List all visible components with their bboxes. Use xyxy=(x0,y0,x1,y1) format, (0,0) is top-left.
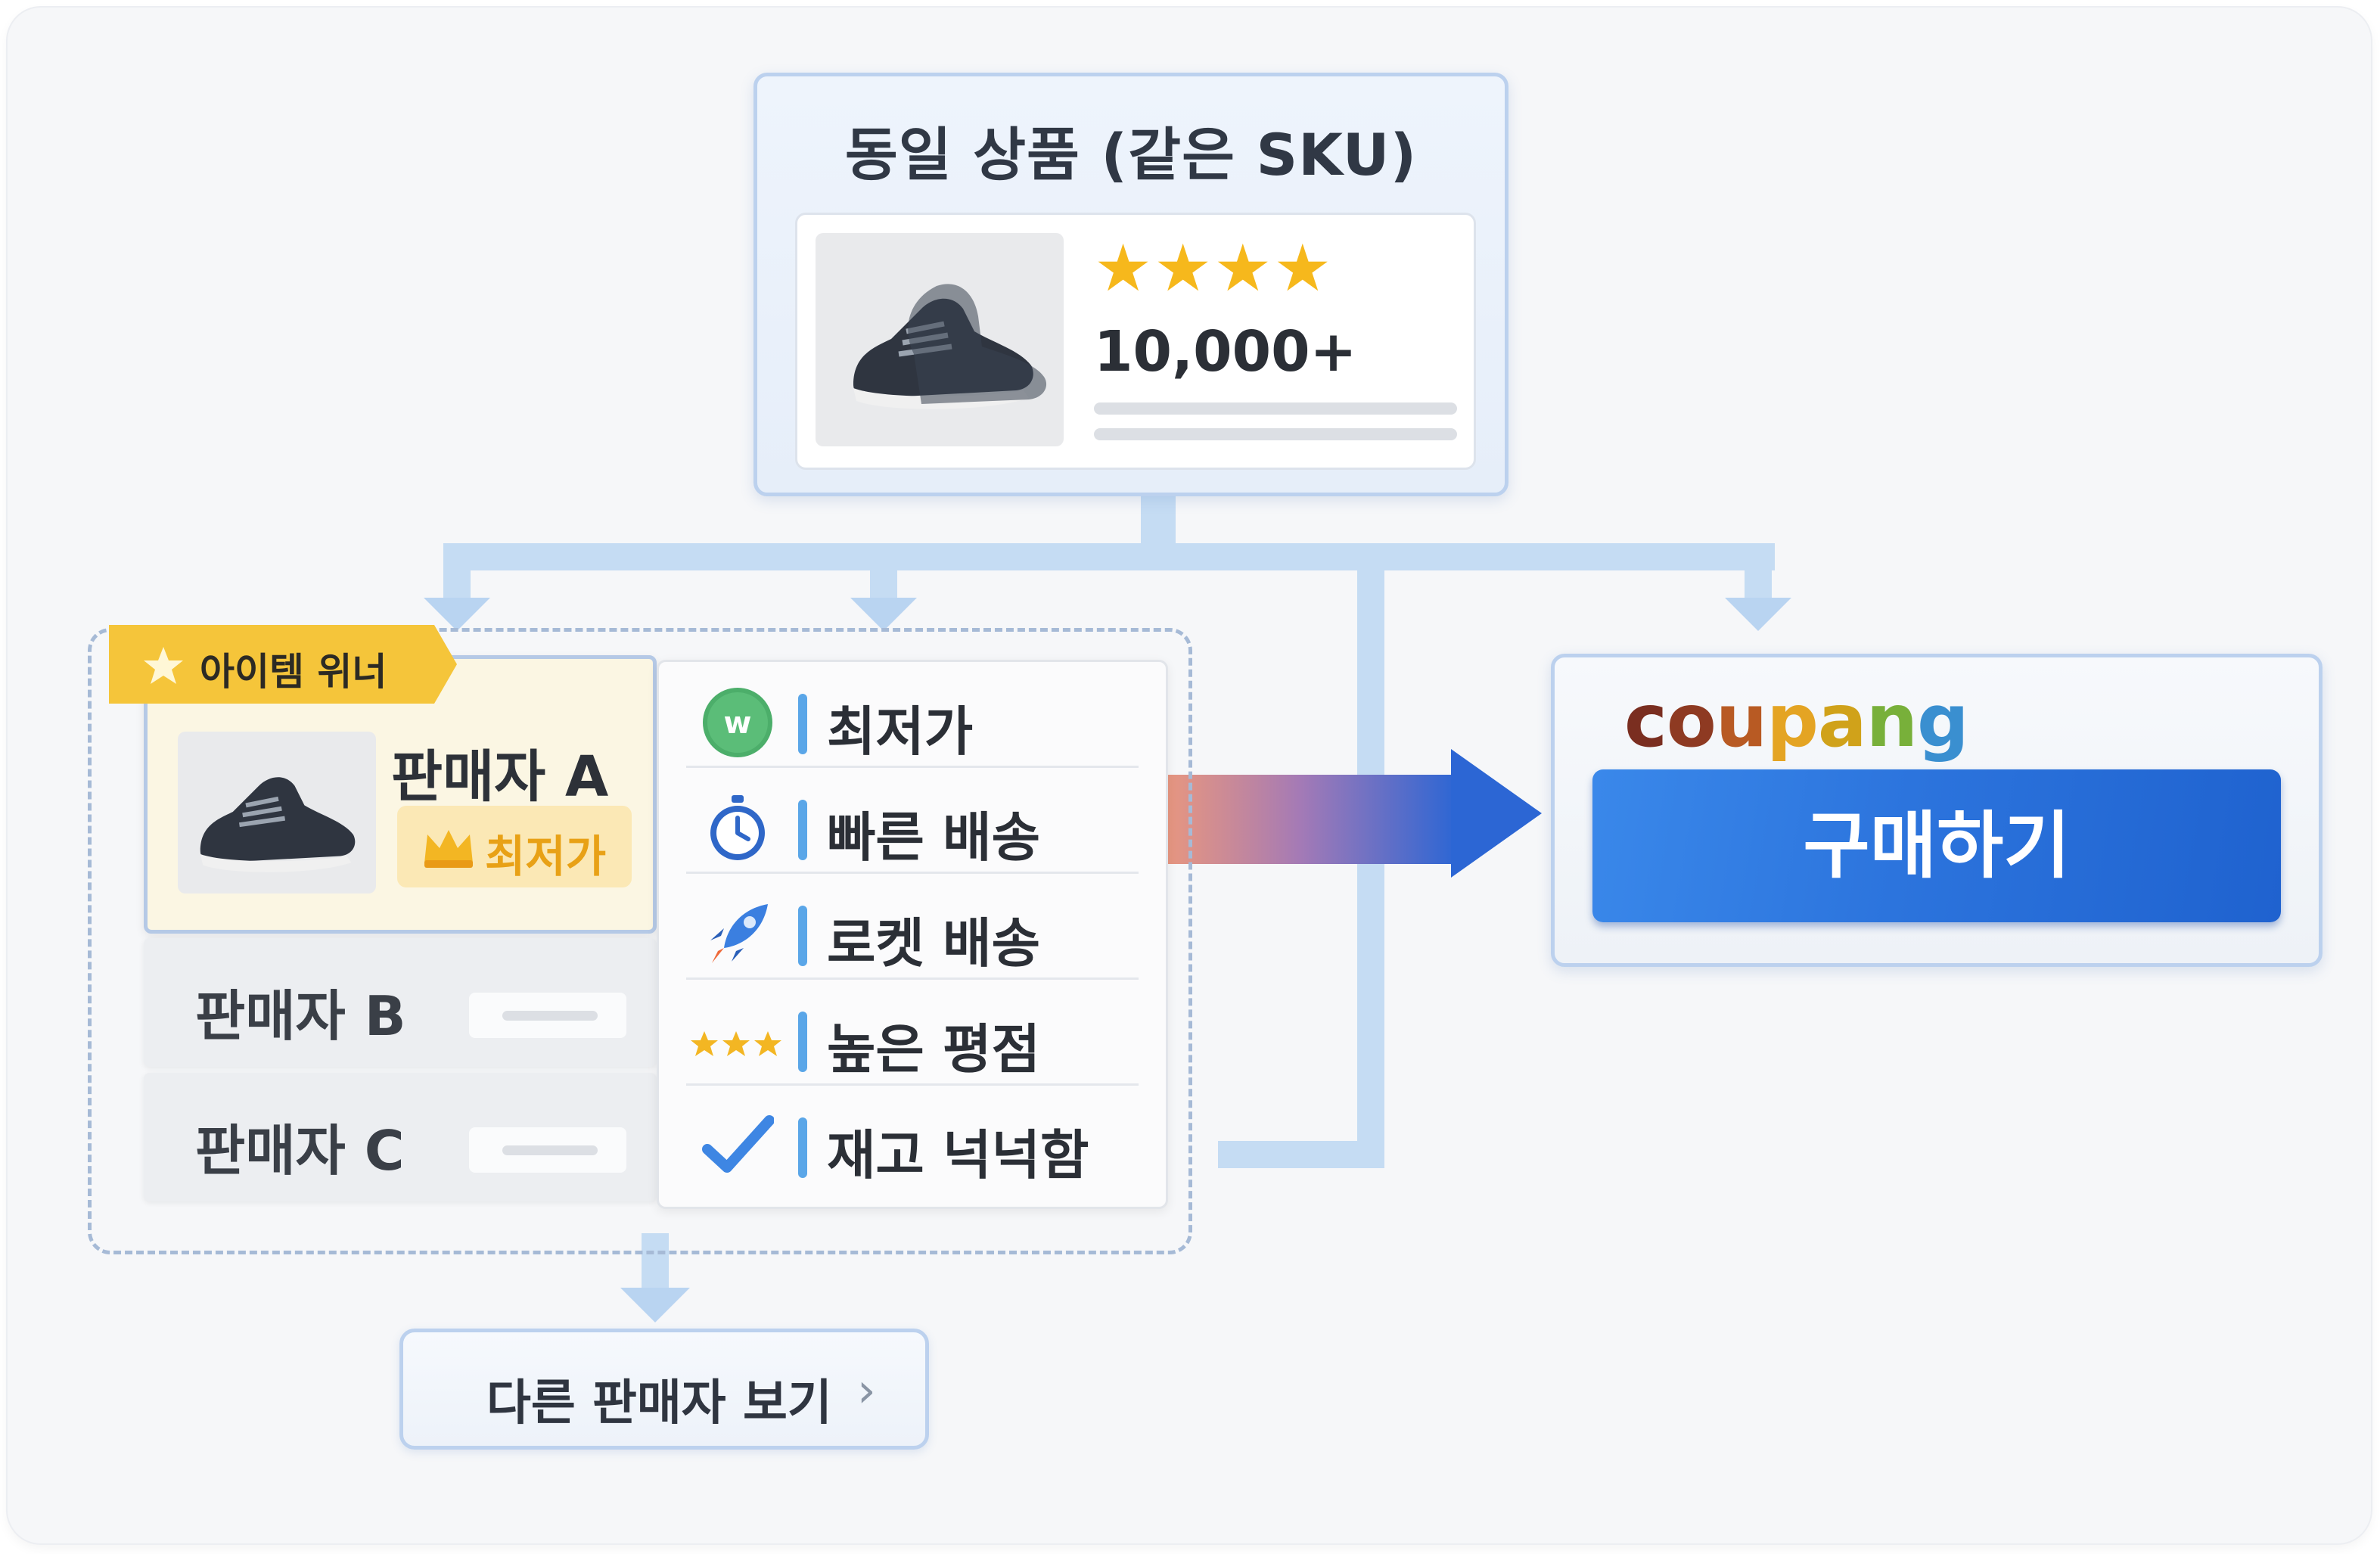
criteria-label: 높은 평점 xyxy=(827,1018,1040,1080)
arrow-down-criteria xyxy=(850,598,917,631)
seller-c-name: 판매자 C xyxy=(195,1119,405,1183)
criteria-label: 최저가 xyxy=(827,701,974,763)
chevron-right-icon: › xyxy=(857,1363,876,1418)
criteria-row-lowest-price: w 최저가 xyxy=(659,662,1166,768)
checkmark-icon xyxy=(701,1110,775,1183)
seller-a-name: 판매자 A xyxy=(391,744,609,810)
three-stars-icon xyxy=(689,1004,783,1077)
criteria-row-ample-stock: 재고 넉넉함 xyxy=(659,1086,1166,1192)
seller-b-row[interactable]: 판매자 B xyxy=(144,938,657,1067)
connector-lines xyxy=(443,496,1775,1301)
criteria-label: 로켓 배송 xyxy=(827,912,1040,974)
other-sellers-button[interactable]: 다른 판매자 보기 › xyxy=(399,1329,929,1450)
seller-c-row[interactable]: 판매자 C xyxy=(144,1073,657,1201)
seller-b-name: 판매자 B xyxy=(195,984,406,1048)
item-winner-ribbon: 아이템 위너 xyxy=(109,625,457,704)
shoe-icon xyxy=(853,284,1047,409)
criteria-row-high-rating: 높은 평점 xyxy=(659,980,1166,1086)
product-card: 동일 상품 (같은 SKU) ★★★★ 10,000+ xyxy=(753,73,1508,496)
text-placeholder xyxy=(1094,402,1457,415)
criteria-row-fast-delivery: 빠른 배송 xyxy=(659,768,1166,874)
w-badge-icon: w xyxy=(701,686,774,759)
w-badge-letter: w xyxy=(724,706,752,741)
price-placeholder xyxy=(469,1127,626,1173)
arrow-down-other-sellers xyxy=(620,1288,690,1322)
product-title: 동일 상품 (같은 SKU) xyxy=(844,121,1418,188)
review-count: 10,000+ xyxy=(1094,319,1357,384)
item-winner-label: 아이템 위너 xyxy=(200,650,387,694)
text-placeholder xyxy=(1094,428,1457,440)
rating-stars: ★★★★ xyxy=(1094,231,1334,306)
stopwatch-icon xyxy=(701,792,774,865)
winner-criteria-panel: w 최저가 빠른 배송 xyxy=(657,660,1168,1209)
seller-group-outline xyxy=(88,628,1192,1254)
buy-button[interactable]: 구매하기 xyxy=(1592,769,2281,922)
seller-a-product-image xyxy=(178,732,376,894)
checkout-card: coupang 구매하기 xyxy=(1551,654,2323,967)
arrow-down-buy-card xyxy=(1725,598,1791,631)
lowest-price-badge: 최저가 xyxy=(397,806,632,887)
criteria-row-rocket-delivery: 로켓 배송 xyxy=(659,874,1166,980)
rocket-icon xyxy=(701,898,774,971)
price-placeholder xyxy=(469,993,626,1038)
product-image xyxy=(816,233,1064,446)
other-sellers-label: 다른 판매자 보기 xyxy=(486,1375,832,1431)
star-icon xyxy=(144,647,183,684)
product-summary: ★★★★ 10,000+ xyxy=(795,213,1476,470)
crown-icon xyxy=(424,830,473,868)
shoe-icon xyxy=(200,777,356,872)
lowest-price-label: 최저가 xyxy=(485,831,607,882)
arrow-down-seller-group xyxy=(424,598,490,631)
coupang-logo: coupang xyxy=(1624,679,1969,763)
criteria-label: 재고 넉넉함 xyxy=(827,1124,1089,1186)
criteria-label: 빠른 배송 xyxy=(827,807,1040,869)
connector-arrowheads xyxy=(424,598,1791,1322)
